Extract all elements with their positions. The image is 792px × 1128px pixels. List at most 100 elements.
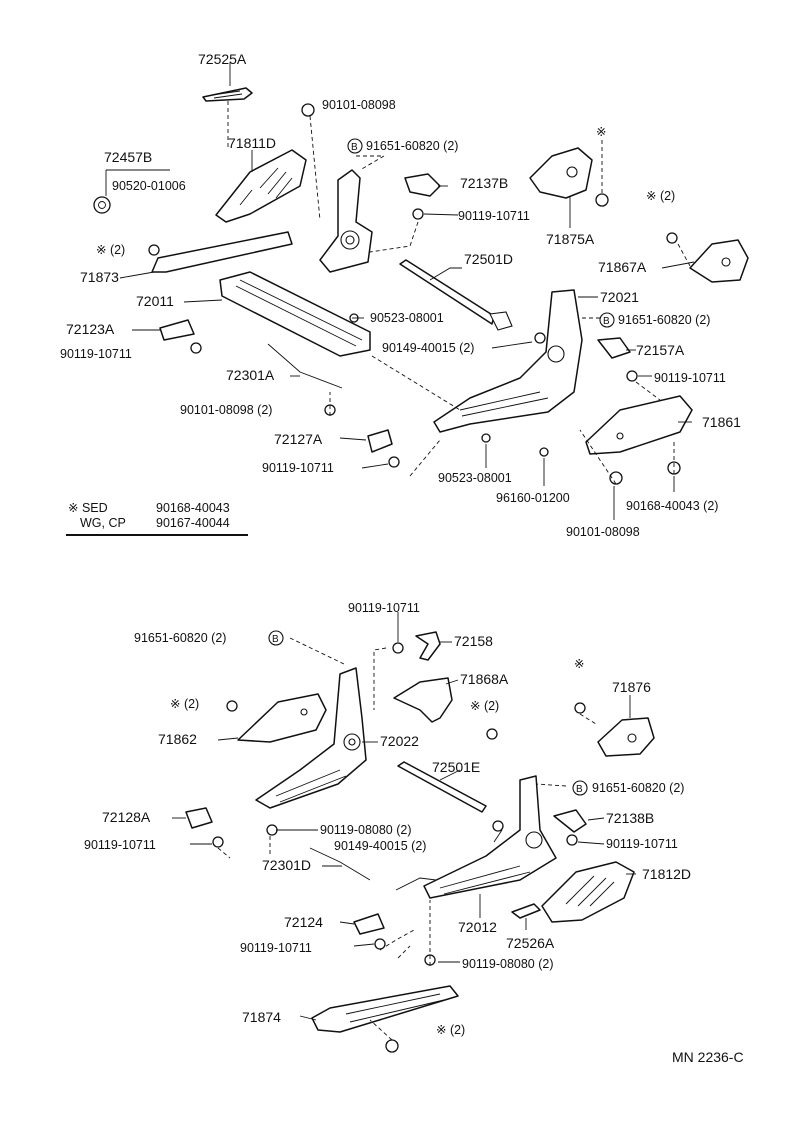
part-72138B xyxy=(553,809,587,833)
legend-row2-code: WG, CP xyxy=(80,516,126,530)
circle-b-letter-3: B xyxy=(272,634,279,645)
diagram-code: MN 2236-C xyxy=(672,1049,744,1065)
mark-star-2-71862: ※ (2) xyxy=(170,697,199,711)
upper-assembly xyxy=(93,62,749,520)
label-91651-60820-a: 91651-60820 (2) xyxy=(366,139,458,153)
part-71867A xyxy=(689,239,749,283)
part-72525A-cover xyxy=(202,87,253,102)
circle-b-marker-3 xyxy=(268,630,284,646)
part-72123A xyxy=(159,319,195,341)
label-71812D: 71812D xyxy=(642,866,691,882)
label-71868A: 71868A xyxy=(460,671,509,687)
label-90119-10711-g: 90119-10711 xyxy=(84,838,156,852)
label-72525A: 72525A xyxy=(198,51,247,67)
label-90101-08098-b: 90101-08098 (2) xyxy=(180,403,272,417)
part-72301D-cable xyxy=(309,847,371,881)
label-72128A: 72128A xyxy=(102,809,151,825)
label-90119-10711-h: 90119-10711 xyxy=(240,941,312,955)
label-71861: 71861 xyxy=(702,414,741,430)
part-72301A-cable xyxy=(267,343,343,389)
part-72124 xyxy=(353,913,385,935)
label-72158: 72158 xyxy=(454,633,493,649)
mark-star-2-71867A: ※ (2) xyxy=(646,189,675,203)
part-recliner-bracket xyxy=(319,169,373,273)
label-90119-10711-c: 90119-10711 xyxy=(654,371,726,385)
legend-row1-code: ※ SED xyxy=(68,501,108,515)
label-90119-10711-d: 90119-10711 xyxy=(262,461,334,475)
circle-b-marker-4 xyxy=(572,780,588,796)
legend-row2-part: 90167-40044 xyxy=(156,516,230,530)
legend: ※ SED 90168-40043 WG, CP 90167-40044 xyxy=(66,501,248,536)
label-72021: 72021 xyxy=(600,289,639,305)
circle-b-marker-2 xyxy=(599,312,615,328)
part-71873-lever xyxy=(151,231,293,273)
label-90119-08080-a: 90119-08080 (2) xyxy=(320,823,412,837)
label-71862: 71862 xyxy=(158,731,197,747)
label-71867A: 71867A xyxy=(598,259,647,275)
part-72158 xyxy=(415,631,441,661)
label-72501E: 72501E xyxy=(432,759,480,775)
label-91651-60820-d: 91651-60820 (2) xyxy=(592,781,684,795)
label-91651-60820-b: 91651-60820 (2) xyxy=(618,313,710,327)
part-71868A xyxy=(393,677,453,723)
label-72123A: 72123A xyxy=(66,321,115,337)
label-90119-10711-e: 90119-10711 xyxy=(348,601,420,615)
mark-star-2-71868A: ※ (2) xyxy=(470,699,499,713)
part-72022-track xyxy=(255,667,367,809)
label-90523-08001-a: 90523-08001 xyxy=(370,311,444,325)
label-90149-40015-b: 90149-40015 (2) xyxy=(334,839,426,853)
part-71812D-cover xyxy=(541,861,635,923)
label-72301A: 72301A xyxy=(226,367,275,383)
label-90119-10711-b: 90119-10711 xyxy=(60,347,132,361)
label-71876: 71876 xyxy=(612,679,651,695)
circle-b-letter-2: B xyxy=(603,316,610,327)
label-90523-08001-b: 90523-08001 xyxy=(438,471,512,485)
part-72012-track xyxy=(423,775,557,899)
label-90520-01006: 90520-01006 xyxy=(112,179,186,193)
part-71861-cover xyxy=(585,395,693,455)
label-72138B: 72138B xyxy=(606,810,654,826)
label-71873: 71873 xyxy=(80,269,119,285)
label-72022: 72022 xyxy=(380,733,419,749)
part-72011-track xyxy=(219,271,371,357)
label-72012: 72012 xyxy=(458,919,497,935)
label-72157A: 72157A xyxy=(636,342,685,358)
mark-star-71876: ※ xyxy=(574,657,584,671)
part-71876 xyxy=(597,717,655,757)
part-71875A xyxy=(529,147,593,199)
part-72526A-handle xyxy=(511,903,541,919)
label-90119-10711-f: 90119-10711 xyxy=(606,837,678,851)
part-71862 xyxy=(237,693,327,743)
label-90119-08080-b: 90119-08080 (2) xyxy=(462,957,554,971)
label-72124: 72124 xyxy=(284,914,323,930)
label-90119-10711-a: 90119-10711 xyxy=(458,209,530,223)
label-72526A: 72526A xyxy=(506,935,555,951)
part-72127A xyxy=(367,429,393,453)
label-90168-40043-2: 90168-40043 (2) xyxy=(626,499,718,513)
part-72021-track xyxy=(433,289,583,433)
part-72501E-bar xyxy=(397,761,487,813)
label-72457B: 72457B xyxy=(104,149,152,165)
label-90149-40015-a: 90149-40015 (2) xyxy=(382,341,474,355)
circle-b-letter-4: B xyxy=(576,784,583,795)
mark-star-upper: ※ xyxy=(596,125,606,139)
circle-b-marker xyxy=(347,138,363,154)
mark-star-2-71874: ※ (2) xyxy=(436,1023,465,1037)
label-90101-08098-a: 90101-08098 xyxy=(322,98,396,112)
mark-star-2-71873: ※ (2) xyxy=(96,243,125,257)
label-71874: 71874 xyxy=(242,1009,281,1025)
label-90101-08098-c: 90101-08098 xyxy=(566,525,640,539)
label-91651-60820-c: 91651-60820 (2) xyxy=(134,631,226,645)
part-71811D-cover xyxy=(215,149,307,223)
label-72127A: 72127A xyxy=(274,431,323,447)
label-72011: 72011 xyxy=(136,293,174,309)
part-72137B xyxy=(404,173,441,197)
label-72137B: 72137B xyxy=(460,175,508,191)
label-71875A: 71875A xyxy=(546,231,595,247)
part-72157A xyxy=(597,337,631,359)
label-72501D: 72501D xyxy=(464,251,513,267)
part-72128A xyxy=(185,807,213,829)
label-96160-01200: 96160-01200 xyxy=(496,491,570,505)
label-71811D: 71811D xyxy=(228,135,276,151)
